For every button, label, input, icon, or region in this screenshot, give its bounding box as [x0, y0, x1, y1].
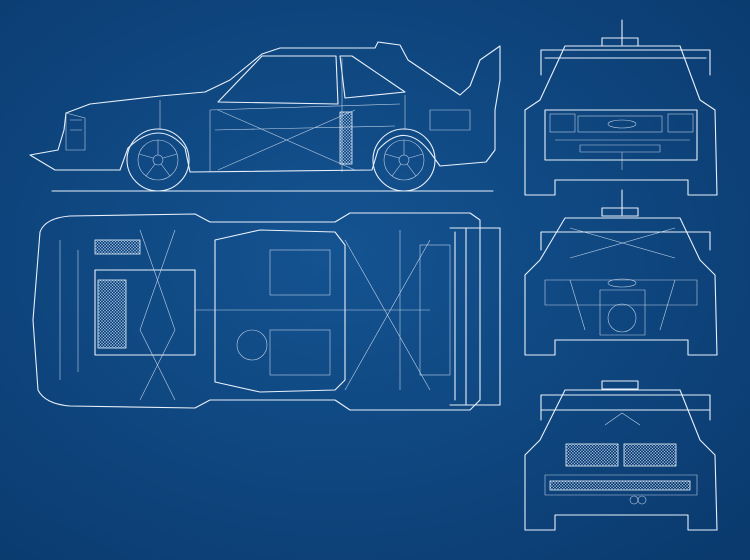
rear-view: [524, 380, 718, 531]
engine-block: [94, 269, 196, 356]
front-wheel: [126, 128, 190, 192]
rear-wheel: [372, 128, 436, 192]
grille-logo: [607, 119, 637, 129]
top-view: [32, 212, 501, 411]
side-window: [217, 55, 339, 105]
side-radiator: [339, 111, 353, 165]
front-cutaway-view: [524, 189, 718, 356]
front-view: [524, 19, 718, 196]
top-cabin: [214, 229, 346, 393]
rear-vent-right: [623, 443, 677, 467]
rear-vent-left: [565, 443, 619, 467]
front-body-outline: [524, 45, 718, 196]
rear-body-outline: [524, 389, 718, 531]
cutaway-body-outline: [524, 217, 718, 356]
rear-bumper-vent: [549, 480, 691, 491]
side-view: [29, 41, 501, 192]
side-body-outline: [29, 41, 501, 173]
